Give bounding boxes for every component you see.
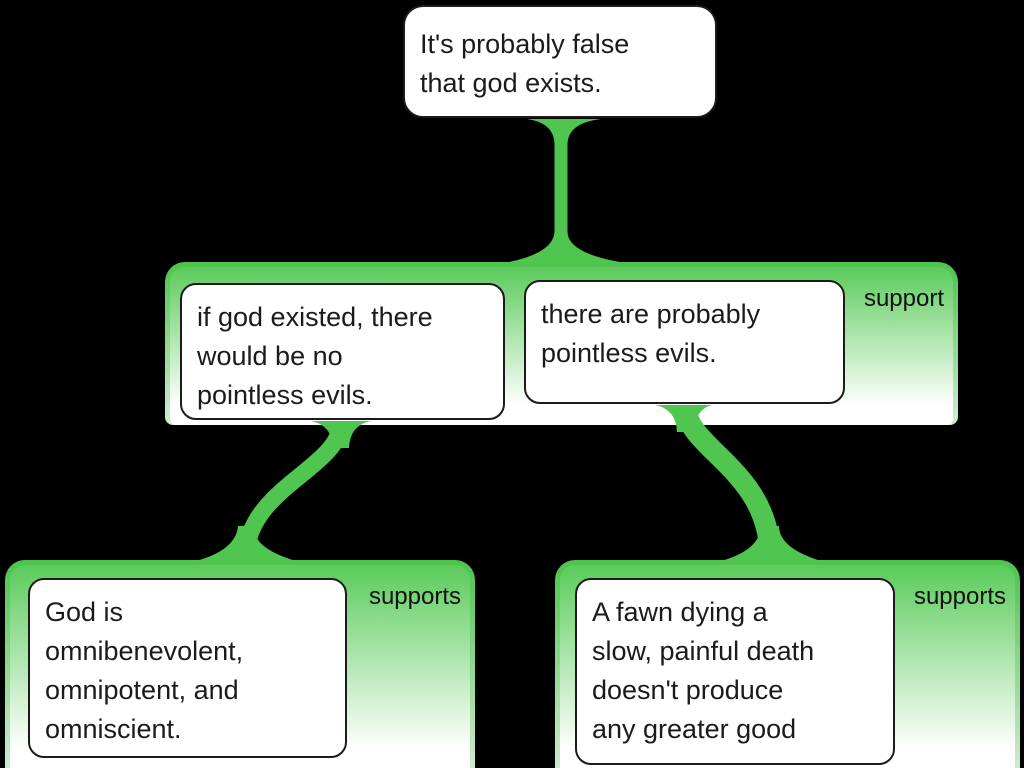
- claim-fawn-example[interactable]: A fawn dying a slow, painful death doesn…: [575, 578, 895, 765]
- claim-conclusion-text: It's probably false that god exists.: [420, 29, 630, 98]
- claim-god-attributes[interactable]: God is omnibenevolent, omnipotent, and o…: [28, 578, 347, 758]
- supports-left-group-label: supports: [368, 583, 461, 610]
- claim-god-attributes-text: God is omnibenevolent, omnipotent, and o…: [45, 597, 244, 744]
- supports-right-group-label: supports: [913, 583, 1006, 610]
- claim-premise-probably-pointless-evils-text: there are probably pointless evils.: [541, 299, 761, 368]
- claim-premise-probably-pointless-evils[interactable]: there are probably pointless evils.: [524, 280, 845, 404]
- claim-premise-no-pointless-evils[interactable]: if god existed, there would be no pointl…: [180, 283, 505, 420]
- claim-premise-no-pointless-evils-text: if god existed, there would be no pointl…: [197, 302, 433, 410]
- support-group-label: support: [863, 285, 944, 312]
- connector-left-premise-supports: [196, 421, 371, 561]
- claim-conclusion[interactable]: It's probably false that god exists.: [403, 5, 717, 118]
- connector-conclusion-support: [504, 119, 626, 263]
- claim-fawn-example-text: A fawn dying a slow, painful death doesn…: [592, 597, 815, 744]
- connector-right-premise-supports: [655, 405, 821, 561]
